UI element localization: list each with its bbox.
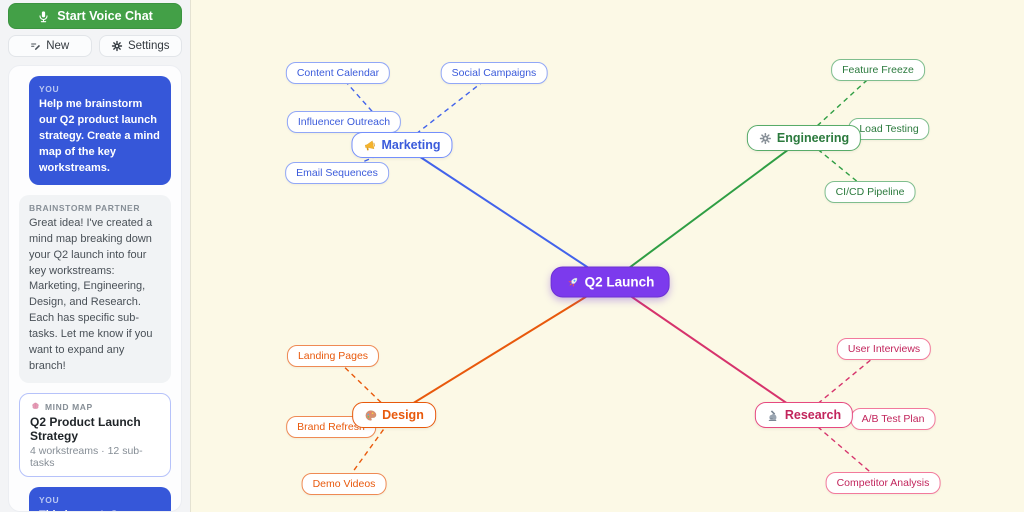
node-label: A/B Test Plan <box>861 413 925 425</box>
message-text: This is great. Can you add more detail u… <box>39 508 161 511</box>
mindmap-node-q2-launch[interactable]: Q2 Launch <box>550 266 670 298</box>
settings-button-label: Settings <box>127 40 170 52</box>
node-label: User Interviews <box>847 343 921 355</box>
mindmap-node-engineering[interactable]: Engineering <box>746 125 862 151</box>
mindmap-node-content-calendar[interactable]: Content Calendar <box>285 62 391 84</box>
megaphone-icon <box>363 139 376 152</box>
palette-icon <box>364 409 377 422</box>
mindmap-node-demo-videos[interactable]: Demo Videos <box>301 473 387 495</box>
user-message: YOU Help me brainstorm our Q2 product lau… <box>29 76 171 185</box>
brain-icon <box>30 401 41 412</box>
node-label: Feature Freeze <box>842 64 914 76</box>
assistant-message: BRAINSTORM PARTNER Great idea! I've creat… <box>19 194 171 384</box>
message-sender-label: YOU <box>39 495 60 506</box>
mindmap-node-ci-cd-pipeline[interactable]: CI/CD Pipeline <box>824 181 916 203</box>
node-label: Load Testing <box>859 123 919 135</box>
mindmap-node-load-testing[interactable]: Load Testing <box>848 118 930 140</box>
node-label: Design <box>382 408 424 422</box>
chat-sidebar: Start Voice Chat New Settings YOU Help me… <box>0 0 190 512</box>
sidebar-toolbar: New Settings <box>8 35 182 57</box>
rocket-icon <box>566 275 580 289</box>
mindmap-node-feature-freeze[interactable]: Feature Freeze <box>831 59 925 81</box>
mindmap-card-label: MIND MAP <box>30 401 160 412</box>
mindmap-card-title: Q2 Product Launch Strategy <box>30 415 141 444</box>
edge-engineering-feature-freeze <box>803 69 879 139</box>
node-label: Demo Videos <box>312 478 376 490</box>
message-text: Help me brainstorm our Q2 product launch… <box>39 98 160 174</box>
edge-center-design <box>393 281 611 416</box>
node-label: CI/CD Pipeline <box>835 186 905 198</box>
node-label: Competitor Analysis <box>836 477 930 489</box>
message-sender-label: BRAINSTORM PARTNER <box>29 202 141 213</box>
node-label: Marketing <box>381 138 441 152</box>
start-voice-chat-button[interactable]: Start Voice Chat <box>8 3 182 29</box>
gear-icon <box>111 40 123 52</box>
node-label: Email Sequences <box>296 167 378 179</box>
mindmap-node-landing-pages[interactable]: Landing Pages <box>286 345 380 367</box>
node-label: Engineering <box>776 131 850 145</box>
edge-center-marketing <box>401 144 611 283</box>
new-button[interactable]: New <box>8 35 92 57</box>
edge-marketing-content-calendar <box>337 72 403 146</box>
settings-button[interactable]: Settings <box>98 35 182 57</box>
start-voice-chat-label: Start Voice Chat <box>57 9 153 23</box>
mindmap-node-marketing[interactable]: Marketing <box>351 132 453 158</box>
microphone-icon <box>37 10 50 23</box>
node-label: Landing Pages <box>297 350 369 362</box>
compose-icon <box>30 41 41 52</box>
node-label: Research <box>784 408 842 422</box>
mindmap-node-social-campaigns[interactable]: Social Campaigns <box>440 62 548 84</box>
microscope-icon <box>767 409 780 422</box>
node-label: Brand Refresh <box>297 421 365 433</box>
mindmap-node-research[interactable]: Research <box>754 402 854 428</box>
chat-history: YOU Help me brainstorm our Q2 product lau… <box>8 65 182 512</box>
mindmap-card-label-text: MIND MAP <box>45 401 93 412</box>
edge-center-research <box>609 281 805 416</box>
edge-center-engineering <box>609 137 805 283</box>
node-label: Content Calendar <box>296 67 380 79</box>
gear-emoji-icon <box>759 132 772 145</box>
node-label: Social Campaigns <box>451 67 537 79</box>
mindmap-card-subtitle: 4 workstreams · 12 sub-tasks <box>30 445 143 470</box>
node-label: Q2 Launch <box>584 274 655 290</box>
mindmap-node-user-interviews[interactable]: User Interviews <box>836 338 932 360</box>
message-sender-label: YOU <box>39 84 60 94</box>
new-button-label: New <box>46 40 70 52</box>
node-label: Influencer Outreach <box>297 116 391 128</box>
mindmap-node-competitor-analysis[interactable]: Competitor Analysis <box>825 472 941 494</box>
mindmap-node-design[interactable]: Design <box>352 402 436 428</box>
mindmap-node-influencer-outreach[interactable]: Influencer Outreach <box>286 111 402 133</box>
message-text: Great idea! I've created a mind map brea… <box>29 216 153 373</box>
mindmap-node-email-sequences[interactable]: Email Sequences <box>285 162 389 184</box>
mindmap-node-a-b-test-plan[interactable]: A/B Test Plan <box>850 408 936 430</box>
user-message: YOU This is great. Can you add more detai… <box>29 487 171 511</box>
